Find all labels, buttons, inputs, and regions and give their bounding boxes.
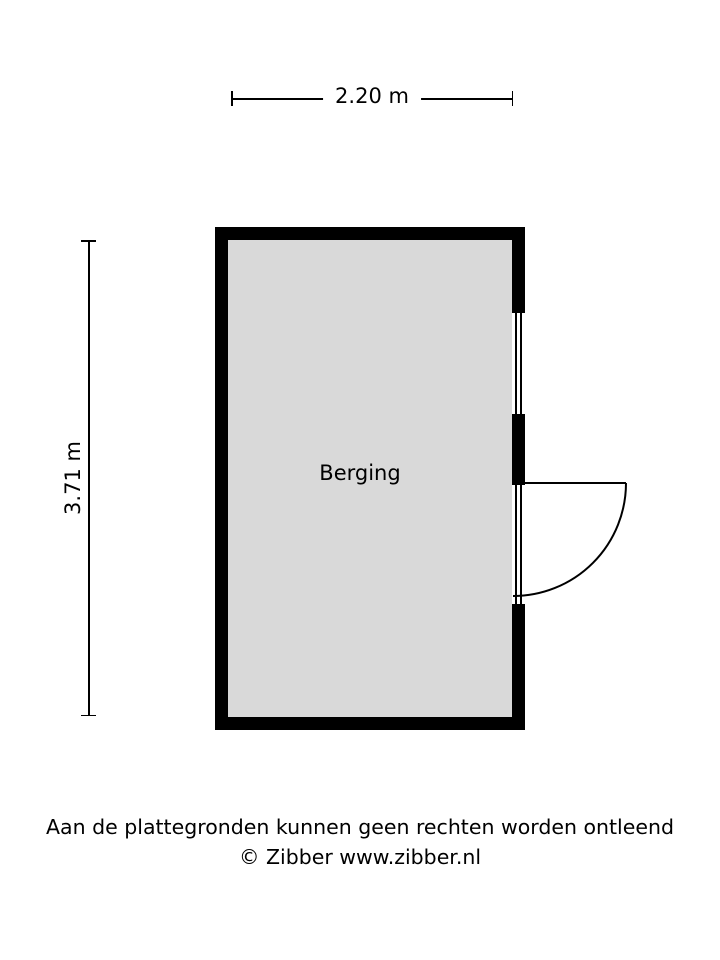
window-lower-pane-right (520, 485, 522, 604)
dimension-height-cap-top (81, 240, 96, 242)
room-label-berging: Berging (319, 461, 401, 485)
door-swing-icon (512, 482, 637, 607)
dimension-height-line (88, 240, 90, 716)
dimension-width-label: 2.20 m (323, 81, 421, 111)
window-lower-pane-left (515, 485, 517, 604)
room-berging: Berging (215, 227, 627, 730)
dimension-width: 2.20 m (231, 81, 513, 111)
footer-disclaimer: Aan de plattegronden kunnen geen rechten… (46, 815, 674, 839)
footer: Aan de plattegronden kunnen geen rechten… (0, 812, 720, 872)
dimension-height-cap-bottom (81, 714, 96, 716)
dimension-width-cap-left (231, 91, 233, 106)
window-upper-pane-right (520, 313, 522, 414)
dimension-height-label: 3.71 m (58, 429, 88, 527)
dimension-width-cap-right (511, 91, 513, 106)
window-upper-pane-left (515, 313, 517, 414)
footer-copyright: © Zibber www.zibber.nl (238, 845, 482, 869)
dimension-height: 3.71 m (58, 240, 96, 716)
window-upper-icon (512, 310, 525, 417)
